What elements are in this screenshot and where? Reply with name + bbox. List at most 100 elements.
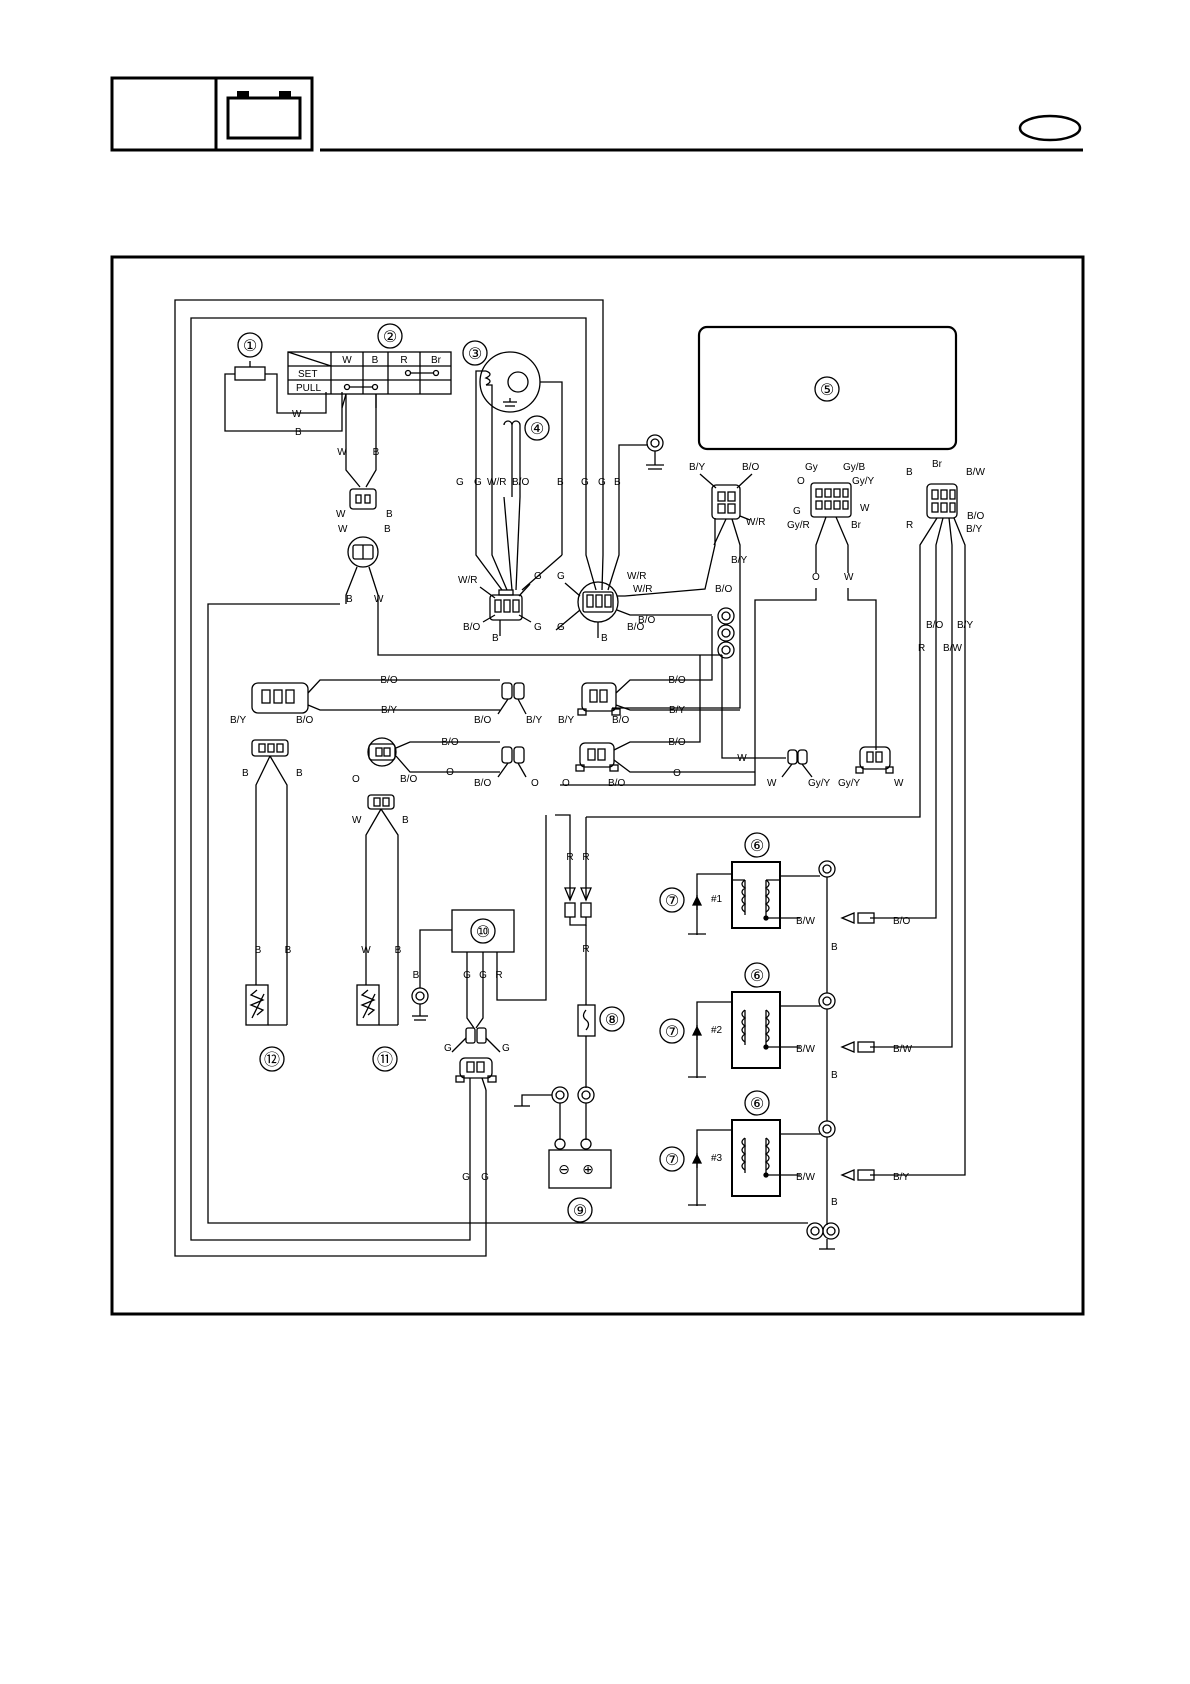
cdi-unit-box	[697, 325, 958, 451]
switch-col-w: W	[342, 355, 352, 366]
coil-label-1: #1	[711, 894, 723, 905]
svg-text:B/W: B/W	[966, 467, 985, 478]
svg-text:⑥: ⑥	[750, 1096, 764, 1113]
svg-text:B/Y: B/Y	[966, 524, 982, 535]
svg-text:G: G	[581, 477, 589, 488]
svg-text:W/R: W/R	[627, 571, 646, 582]
connector-left-big	[251, 682, 309, 714]
connector-left-2	[251, 739, 289, 757]
svg-text:B: B	[831, 1070, 838, 1081]
svg-text:⑨: ⑨	[573, 1203, 587, 1220]
svg-text:R: R	[495, 970, 502, 981]
svg-text:O: O	[446, 767, 454, 778]
connector-switch-2	[347, 536, 379, 568]
ignition-coil-1: ⑥ #1 B/W	[688, 832, 836, 935]
connector-mid-2	[577, 682, 621, 716]
thermo-sensor-12: ⑫	[245, 975, 288, 1072]
svg-text:G: G	[598, 477, 606, 488]
svg-text:B: B	[831, 942, 838, 953]
svg-text:B/Y: B/Y	[893, 1172, 909, 1183]
spark-plug-3: ⑦	[659, 1146, 703, 1172]
svg-text:B: B	[402, 815, 409, 826]
svg-text:B/Y: B/Y	[230, 715, 246, 726]
svg-text:B/O: B/O	[668, 737, 685, 748]
svg-text:W: W	[336, 509, 346, 520]
svg-text:W: W	[860, 503, 870, 514]
switch-table: ② W B R Br SET PULL	[287, 323, 452, 409]
connector-mid-1	[501, 682, 525, 700]
svg-text:W/R: W/R	[746, 517, 765, 528]
connector-cdi-main	[577, 581, 619, 623]
svg-text:⑥: ⑥	[750, 838, 764, 855]
cdi-connector-1	[711, 484, 741, 520]
svg-text:B: B	[557, 477, 564, 488]
svg-text:G: G	[463, 970, 471, 981]
svg-text:G: G	[557, 622, 565, 633]
svg-text:G: G	[793, 506, 801, 517]
switch-col-r: R	[400, 355, 407, 366]
svg-text:B/O: B/O	[893, 916, 910, 927]
svg-text:G: G	[502, 1043, 510, 1054]
svg-text:B: B	[614, 477, 621, 488]
svg-text:⑦: ⑦	[665, 1024, 679, 1041]
svg-text:G: G	[462, 1172, 470, 1183]
svg-text:B: B	[373, 447, 380, 458]
svg-text:B/Y: B/Y	[558, 715, 574, 726]
svg-text:①: ①	[243, 338, 257, 355]
connector-left-3	[367, 737, 397, 767]
svg-text:B: B	[386, 509, 393, 520]
svg-text:⑪: ⑪	[377, 1051, 393, 1069]
switch-row-set: SET	[298, 369, 317, 380]
connector-mid-3	[501, 746, 525, 764]
svg-text:G: G	[456, 477, 464, 488]
svg-text:B/O: B/O	[742, 462, 759, 473]
battery-negative: ⊖	[558, 1161, 570, 1177]
svg-text:B/O: B/O	[668, 675, 685, 686]
wire-outer-loop-3	[207, 603, 808, 1224]
splice-bo	[717, 607, 735, 659]
connector-left-4	[367, 794, 395, 810]
svg-text:B/O: B/O	[967, 511, 984, 522]
svg-text:B/O: B/O	[926, 620, 943, 631]
ignition-coil-3: ⑥ #3 B/W	[688, 1090, 836, 1206]
svg-text:O: O	[673, 768, 681, 779]
svg-text:B/O: B/O	[627, 622, 644, 633]
svg-text:B/O: B/O	[441, 737, 458, 748]
svg-text:B: B	[285, 945, 292, 956]
svg-text:W: W	[361, 945, 371, 956]
page-header	[110, 76, 1083, 152]
coil-label-2: #2	[711, 1025, 723, 1036]
svg-text:B/Y: B/Y	[381, 705, 397, 716]
svg-text:B: B	[492, 633, 499, 644]
coil-connector-1	[840, 912, 875, 924]
coil-label-3: #3	[711, 1153, 723, 1164]
svg-text:B/W: B/W	[796, 1044, 815, 1055]
rectifier-regulator: ⑩ B G G R	[411, 815, 547, 1029]
svg-text:W/R: W/R	[487, 477, 506, 488]
cdi-connector-2	[810, 482, 852, 518]
switch-row-pull: PULL	[296, 383, 321, 394]
svg-text:G: G	[474, 477, 482, 488]
svg-text:W: W	[767, 778, 777, 789]
svg-text:B/O: B/O	[608, 778, 625, 789]
svg-text:B/O: B/O	[612, 715, 629, 726]
emergency-switch: ① W B	[224, 332, 343, 438]
svg-text:⑤: ⑤	[820, 382, 834, 399]
svg-text:B: B	[831, 1197, 838, 1208]
svg-text:G: G	[557, 571, 565, 582]
svg-text:⑧: ⑧	[605, 1012, 619, 1029]
ignition-coil-2: ⑥ #2 B/W	[688, 962, 836, 1078]
svg-text:B/O: B/O	[380, 675, 397, 686]
svg-text:W: W	[338, 524, 348, 535]
svg-text:G: G	[444, 1043, 452, 1054]
svg-text:R: R	[566, 852, 573, 863]
language-badge	[1018, 114, 1082, 142]
svg-text:R: R	[918, 643, 925, 654]
fuse-connectors	[564, 887, 592, 926]
battery-positive: ⊕	[582, 1161, 594, 1177]
ground-terminal-top	[646, 434, 664, 470]
battery-icon	[226, 91, 302, 140]
svg-text:B/O: B/O	[638, 615, 655, 626]
connector-mid-4	[575, 742, 619, 772]
svg-text:B: B	[295, 427, 302, 438]
